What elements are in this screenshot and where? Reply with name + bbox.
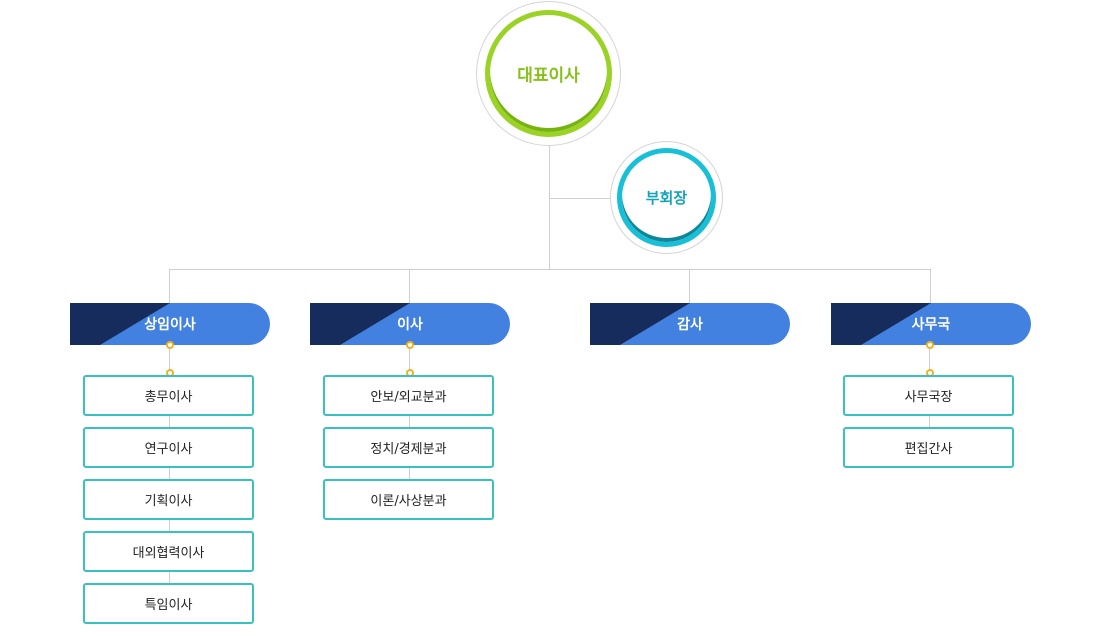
dept-header-secretariat: 사무국 [831, 303, 1031, 345]
dept-header-standing-directors: 상임이사 [70, 303, 270, 345]
org-item: 총무이사 [83, 375, 254, 416]
connector-ring [166, 341, 174, 349]
org-item: 기획이사 [83, 479, 254, 520]
dept-header-label: 이사 [397, 317, 423, 333]
dept-header-directors: 이사 [310, 303, 510, 345]
org-item: 이론/사상분과 [323, 479, 494, 520]
connector-ring [406, 341, 414, 349]
ceo-node: 대표이사 [485, 10, 612, 137]
vice-chair-label: 부회장 [645, 189, 688, 207]
dept-header-label: 상임이사 [144, 317, 196, 333]
org-item: 정치/경제분과 [323, 427, 494, 468]
org-item: 사무국장 [843, 375, 1014, 416]
org-item: 편집간사 [843, 427, 1014, 468]
vice-chair-node: 부회장 [617, 148, 716, 247]
org-item: 안보/외교분과 [323, 375, 494, 416]
dept-header-auditor: 감사 [590, 303, 790, 345]
org-item: 대외협력이사 [83, 531, 254, 572]
dept-header-label: 사무국 [911, 317, 951, 333]
ceo-label: 대표이사 [517, 66, 580, 86]
connector-ring [926, 341, 934, 349]
org-item: 특임이사 [83, 583, 254, 624]
org-item: 연구이사 [83, 427, 254, 468]
dept-header-label: 감사 [677, 317, 703, 333]
